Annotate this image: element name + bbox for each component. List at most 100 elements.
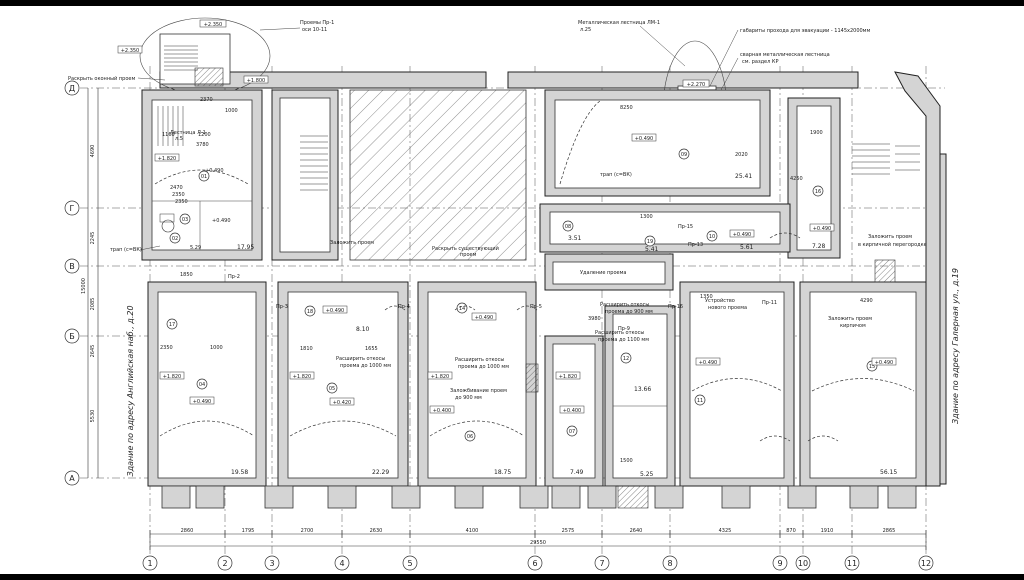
axis-col-7: 7 [599, 559, 604, 568]
col-axis-labels: 1 2 3 4 5 6 7 8 9 10 11 12 [142, 555, 934, 571]
left-building-label: Здание по адресу Английская наб., д.20 [126, 305, 135, 476]
note-widen-3: Расширить откосы [600, 302, 649, 308]
room-07-level: +0.400 [563, 408, 582, 414]
top-left-stair-annex: +2.350 +2.350 +1.800 Проемы Пр-1 оси 10-… [68, 17, 334, 95]
room-16-num: 16 [815, 189, 821, 195]
note-welded-stair: сварная металлическая лестница [740, 52, 830, 58]
dim-bottom-8: 4325 [719, 528, 732, 534]
dim-1810: 1810 [300, 346, 313, 352]
note-install-opening-sub: нового проема [708, 305, 747, 311]
note-widen-1-sub: проема до 1000 мм [340, 363, 391, 369]
note-lay-opening-2-sub: в кирпичной перегородке [858, 241, 927, 248]
drawing-sheet: Д Г В Б А 1 2 3 4 5 6 7 8 9 10 11 12 [0, 6, 1024, 574]
note-install-opening: Устройство [705, 297, 735, 304]
screen-bottom-bar [0, 574, 1024, 580]
dim-1200: 1200 [198, 132, 211, 138]
room-15-num: 15 [869, 364, 875, 370]
axis-row-Б: Б [69, 332, 75, 341]
dim-bottom-11: 2865 [883, 528, 896, 534]
note-existing-opening: Заложбивание проем [450, 388, 507, 394]
room-05-area: 22.29 [372, 469, 389, 476]
room-07-num: 07 [569, 429, 575, 435]
opening-pr4: Пр-4 [398, 304, 410, 310]
dim-bottom-7: 2640 [630, 528, 643, 534]
dim-2350-b: 2350 [160, 345, 173, 351]
room-15-area: 56.15 [880, 469, 897, 476]
note-lay-opening-2: Заложить проем [868, 234, 912, 240]
room-06-level: +0.400 [433, 408, 452, 414]
dim-left-5: 5530 [90, 410, 96, 423]
dim-2470: 2470 [170, 185, 183, 191]
opening-pr16: Пр-16 [668, 304, 683, 310]
axis-col-3: 3 [269, 559, 274, 568]
opening-labels: Пр-2 Пр-3 Пр-4 Пр-5 Пр-9 Пр-13 Пр-15 Пр-… [228, 224, 777, 332]
dim-1160: 1160 [162, 132, 175, 138]
axis-col-5: 5 [407, 559, 412, 568]
opening-pr15: Пр-15 [678, 224, 693, 230]
row-axis-labels: Д Г В Б А [64, 80, 80, 486]
room-15-level: +0.490 [875, 360, 894, 366]
room-block-16: 16 +0.490 7.28 1900 Заложить проем в кир… [787, 97, 927, 259]
dim-2020: 2020 [735, 152, 748, 158]
room-03-level: +0.490 [212, 218, 231, 224]
room-04-area: 19.58 [231, 469, 248, 476]
room-13-area: 5.25 [640, 471, 654, 478]
room-block-06: +1.820 06 +0.400 18.75 Расширить откосы … [417, 281, 537, 487]
room-03-num: 03 [182, 217, 188, 223]
room-10-level: +0.490 [733, 232, 752, 238]
dim-1500: 1500 [620, 458, 633, 464]
door-swings [384, 232, 839, 442]
room-10-num: 10 [709, 234, 715, 240]
room-block-11: 11 +0.490 Устройство нового проема 1350 [679, 281, 795, 487]
room-block-05: +1.820 05 +0.420 22.29 Расширить откосы … [277, 281, 409, 487]
dim-1300: 1300 [640, 214, 653, 220]
dim-bottom-2: 1795 [242, 528, 255, 534]
room-19-num: 19 [647, 239, 653, 245]
room-07-area: 7.49 [570, 469, 584, 476]
room-01-level: +0.490 [205, 168, 224, 174]
note-metal-stair-sub: л.25 [580, 27, 591, 33]
dim-bottom-9: 870 [786, 528, 796, 534]
room-01-area: 17.95 [237, 244, 254, 251]
note-widen-existing-sub: проем [460, 252, 477, 258]
room-01-num: 01 [201, 174, 207, 180]
axis-col-10: 10 [798, 559, 808, 568]
dim-3780: 3780 [196, 142, 209, 148]
axis-col-9: 9 [777, 559, 782, 568]
dim-left-3: 2085 [90, 298, 96, 311]
room-11-num: 11 [697, 398, 703, 404]
axis-col-2: 2 [222, 559, 227, 568]
dim-8250: 8250 [620, 105, 633, 111]
opening-pr3: Пр-3 [276, 304, 288, 310]
room-block-12-13: 12 13.66 5.25 Расширить откосы проема до… [595, 305, 676, 509]
right-building-label: Здание по адресу Галерная ул., д.19 [951, 268, 960, 424]
dim-total: 29550 [530, 540, 546, 546]
level-top-left-1: +2.350 [204, 22, 223, 28]
dim-bottom-5: 4100 [466, 528, 479, 534]
dim-3980: 3980 [588, 316, 601, 322]
connector-rooms: Удаление проема Расширить откосы проема … [544, 253, 896, 315]
level-mark-2: +1.820 [163, 374, 182, 380]
note-opening-pr1-sub: оси 10-11 [302, 27, 327, 33]
level-mark-5: +1.820 [559, 374, 578, 380]
note-widen-window: Раскрыть оконный проем [68, 75, 135, 82]
room-06-area: 18.75 [494, 469, 511, 476]
room-08-area: 3.51 [568, 235, 582, 242]
room-08-num: 08 [565, 224, 571, 230]
bottom-dimensions: 2860 1795 2700 2630 4100 2575 2640 4325 … [149, 528, 927, 550]
dim-2350-c: 2350 [175, 199, 188, 205]
room-10-area: 5.61 [740, 244, 754, 251]
dim-2350: 2350 [172, 192, 185, 198]
room-09-num: 09 [681, 152, 687, 158]
note-lay-opening-3-sub: кирпичом [840, 323, 866, 329]
room-05-level: +0.420 [333, 400, 352, 406]
axis-col-1: 1 [147, 559, 152, 568]
note-widen-2-sub: проема до 1000 мм [458, 364, 509, 370]
dim-bottom-3: 2700 [301, 528, 314, 534]
room-05-num: 05 [329, 386, 335, 392]
dim-1655: 1655 [365, 346, 378, 352]
room-14-num: 14 [459, 306, 465, 312]
axis-row-А: А [69, 474, 75, 483]
room-09-level: +0.490 [635, 136, 654, 142]
level-top-left-2: +2.350 [121, 48, 140, 54]
